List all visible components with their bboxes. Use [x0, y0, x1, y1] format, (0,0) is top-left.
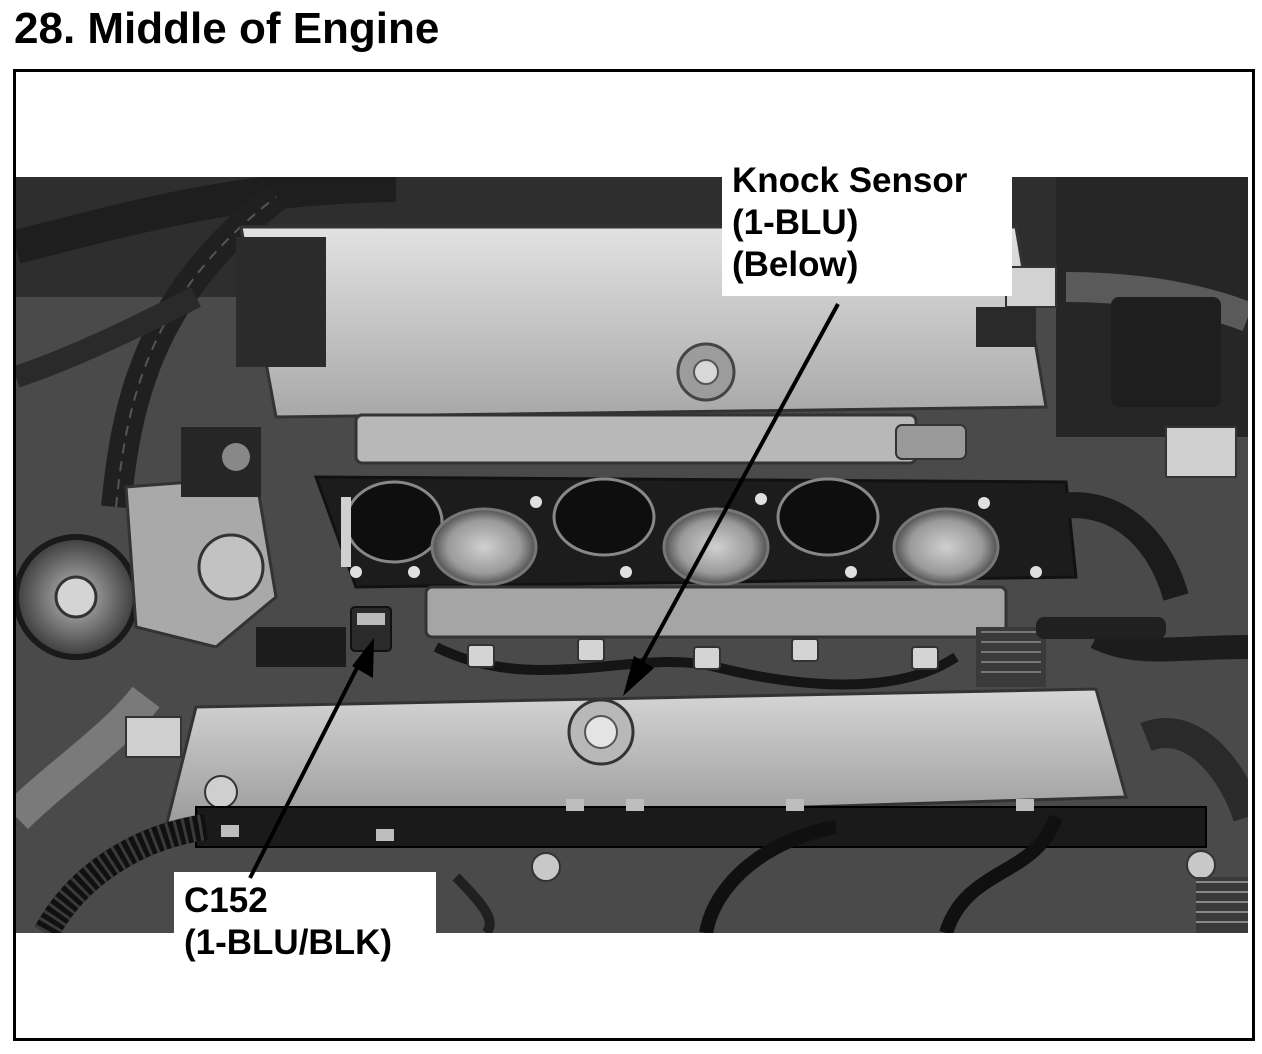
knock-sensor-label: Knock Sensor (1-BLU) (Below) — [722, 156, 1012, 296]
c152-label-line: C152 — [184, 881, 268, 920]
hose — [16, 287, 201, 388]
page-title: 28. Middle of Engine — [14, 4, 440, 53]
lower-valve-cover — [164, 687, 1128, 829]
c152-arrow-line — [248, 659, 363, 879]
intake-ports — [344, 477, 1000, 587]
knock-sensor-arrowhead — [623, 656, 654, 696]
lower-intake-runner — [424, 585, 1008, 639]
knock-sensor-label-line: (Below) — [732, 245, 859, 284]
knock-sensor-label-line: Knock Sensor — [732, 161, 968, 200]
spark-plug-wire — [939, 814, 1063, 933]
c152-label-line: (1-BLU/BLK) — [184, 923, 393, 962]
callout-arrows — [248, 303, 840, 879]
knock-sensor-arrow-line — [636, 303, 840, 671]
knock-sensor-label-line: (1-BLU) — [732, 203, 859, 242]
hose — [1065, 272, 1248, 332]
engine-photo-illustration — [16, 177, 1248, 933]
c152-label: C152 (1-BLU/BLK) — [174, 872, 436, 964]
spark-plug-wire — [699, 820, 838, 933]
hose — [1053, 492, 1189, 601]
figure-frame: Knock Sensor (1-BLU) (Below) C152 (1-BLU… — [13, 69, 1255, 1041]
hose — [16, 177, 397, 264]
c152-arrowhead — [352, 638, 374, 678]
engine-photo — [16, 177, 1248, 933]
